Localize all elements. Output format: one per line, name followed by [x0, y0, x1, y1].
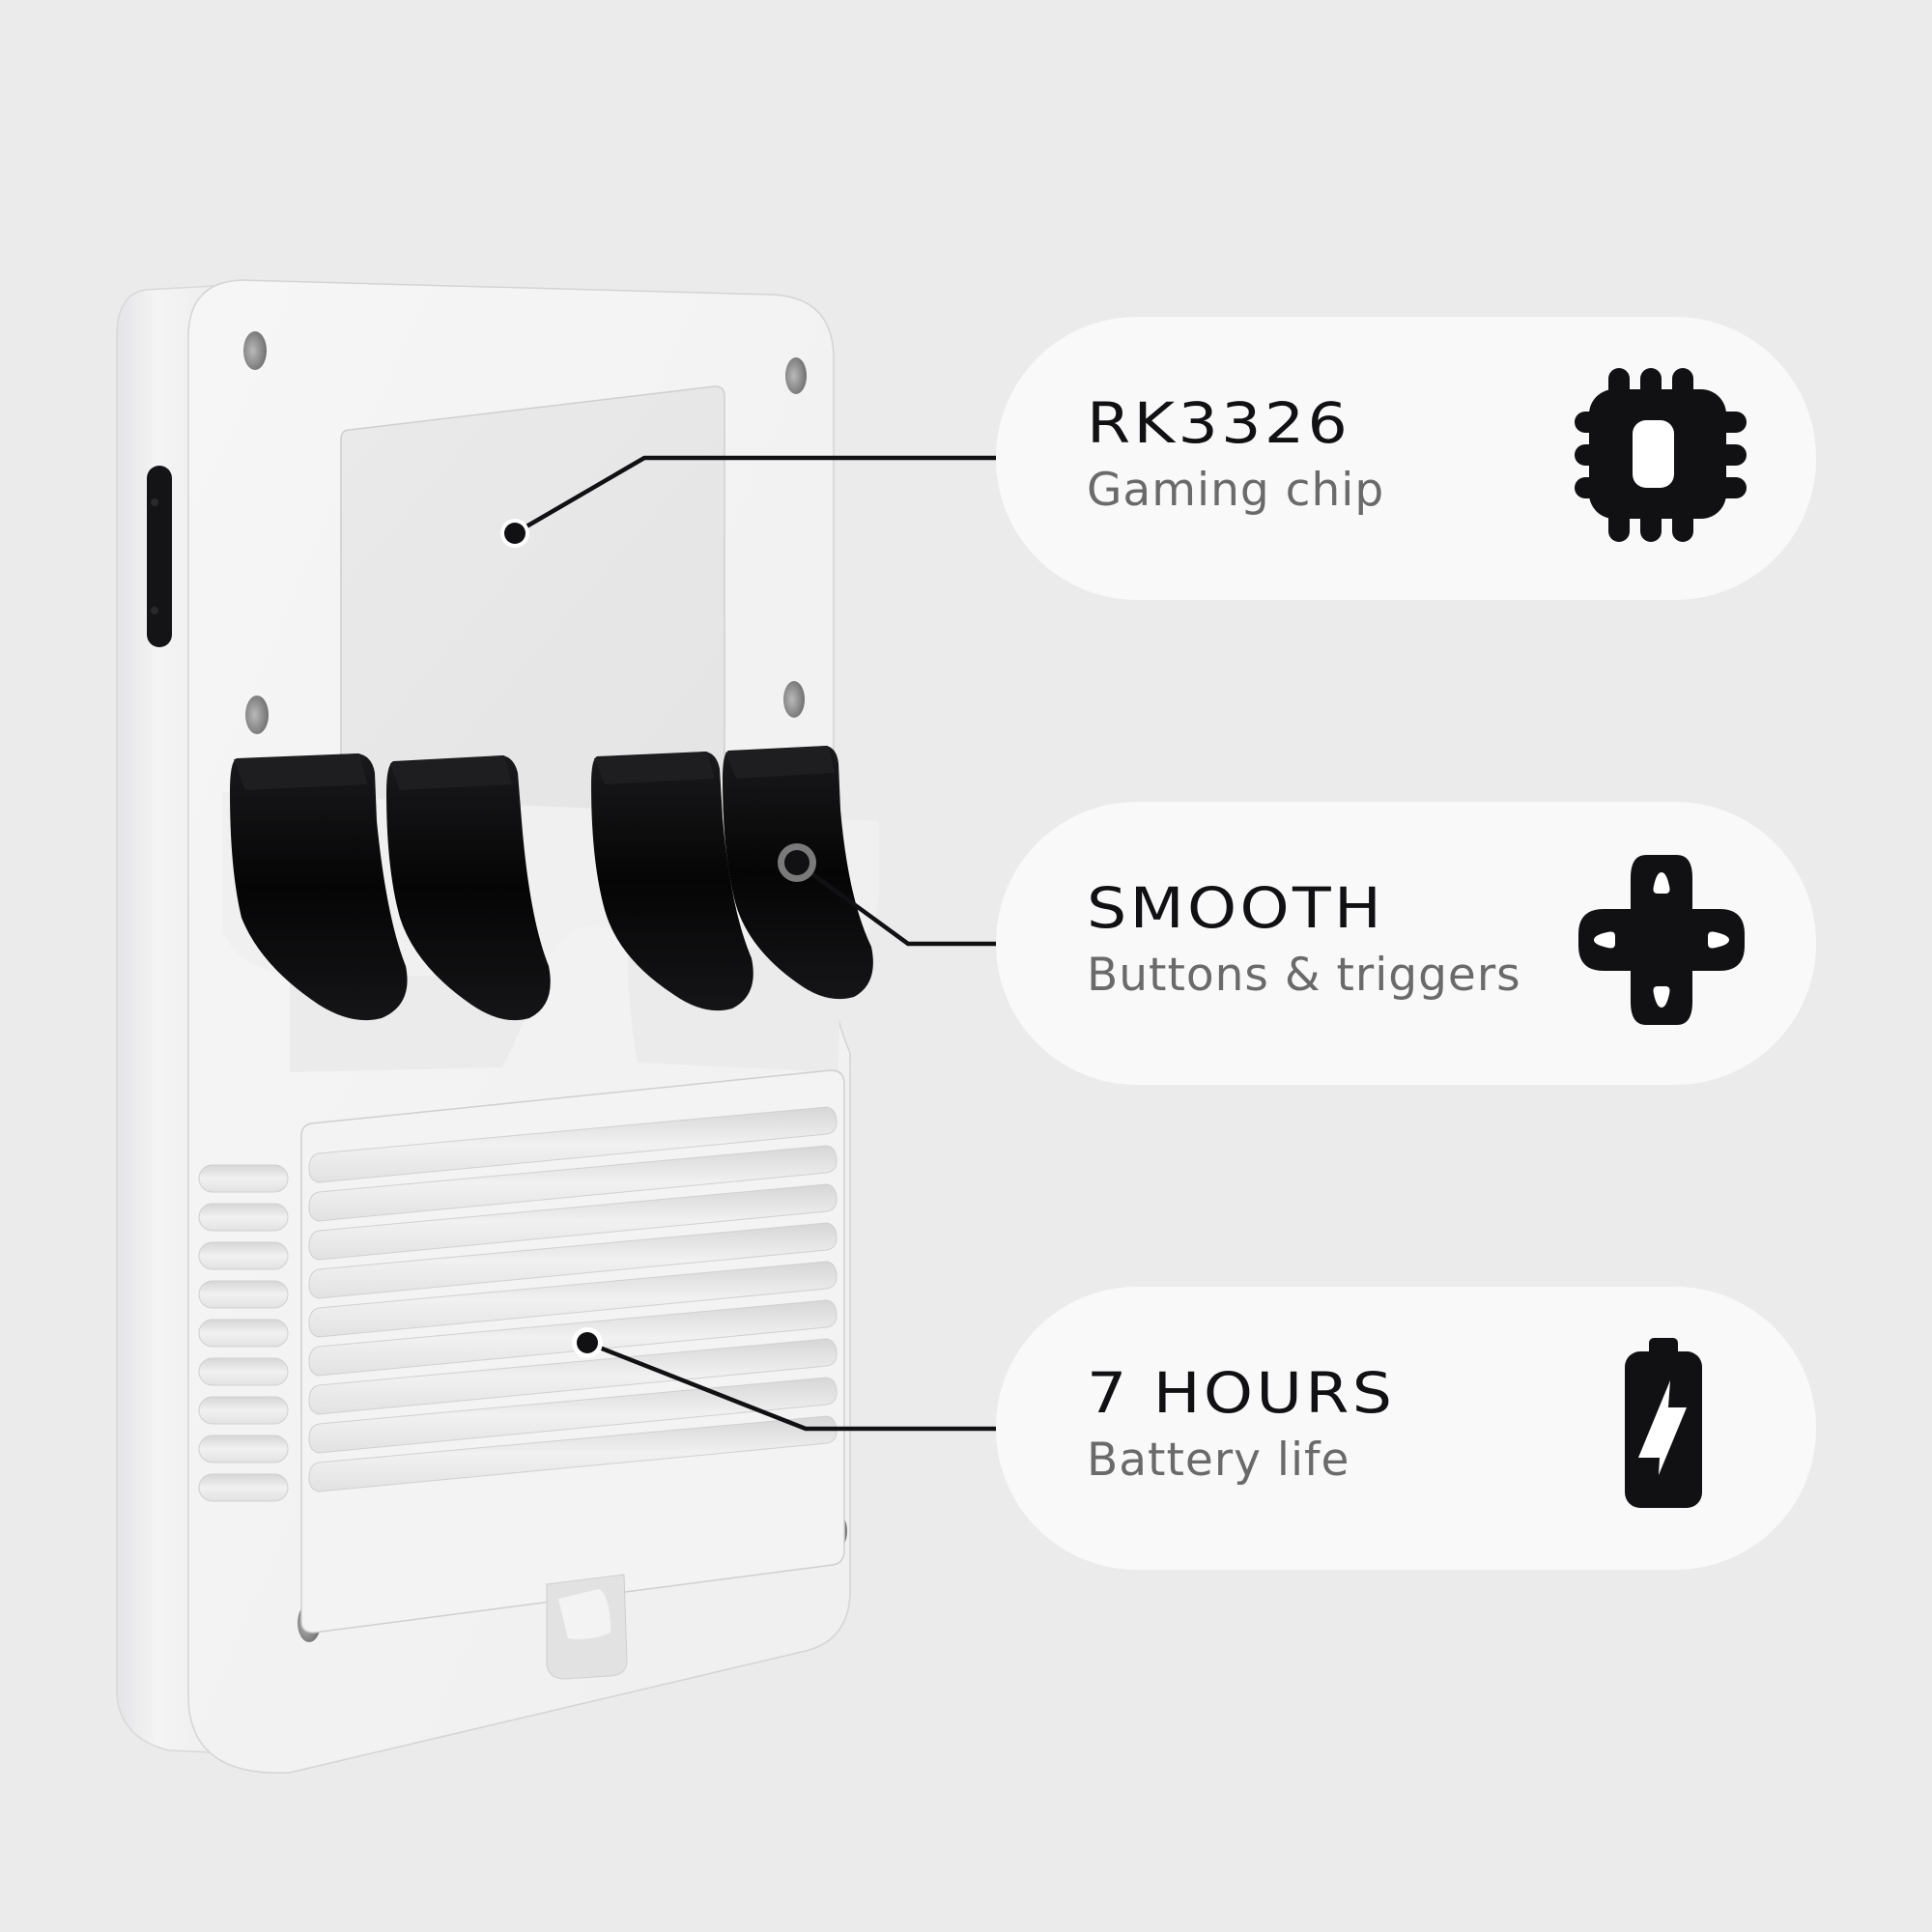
- feature-subtitle: Gaming chip: [1087, 464, 1385, 517]
- feature-pill-buttons: SMOOTH Buttons & triggers: [996, 802, 1816, 1085]
- feature-title: 7 HOURS: [1087, 1360, 1396, 1426]
- feature-pill-battery: 7 HOURS Battery life: [996, 1287, 1816, 1570]
- dpad-icon: [1578, 855, 1745, 1025]
- cpu-chip-icon: [1575, 368, 1747, 542]
- feature-subtitle: Battery life: [1087, 1434, 1350, 1487]
- trigger-l2: [230, 753, 408, 1021]
- grille-slots: [308, 1106, 838, 1492]
- feature-title: SMOOTH: [1087, 875, 1385, 941]
- feature-subtitle: Buttons & triggers: [1087, 949, 1521, 1002]
- battery-charging-icon: [1625, 1338, 1702, 1508]
- feature-title: RK3326: [1087, 390, 1351, 456]
- feature-pill-chip: RK3326 Gaming chip: [996, 317, 1816, 600]
- side-vent-slots: [198, 1164, 289, 1502]
- trigger-l1: [386, 755, 551, 1021]
- trigger-r1: [591, 752, 753, 1011]
